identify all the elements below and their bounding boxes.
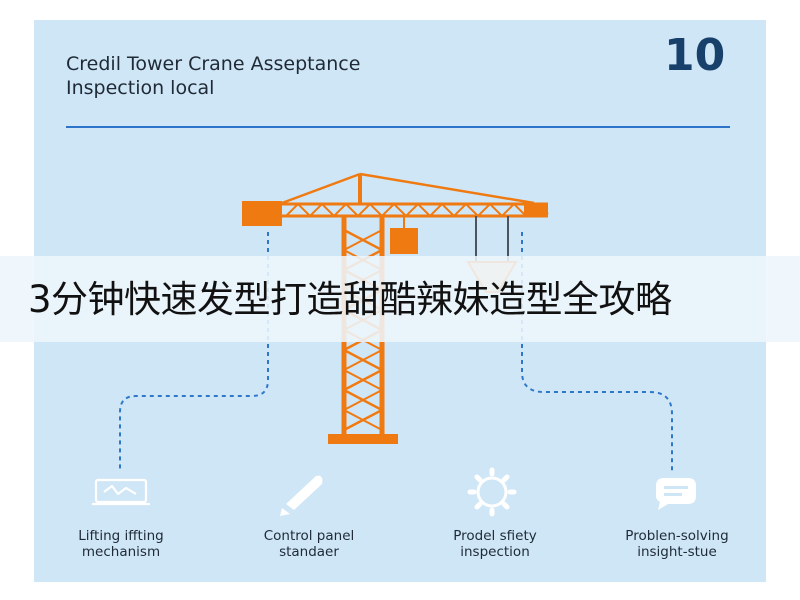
chat-bubble-icon [656, 478, 696, 510]
connector-right [521, 232, 673, 472]
step-label-line-1: Problen-solving [625, 528, 729, 544]
laptop-icon [92, 478, 150, 506]
title-line-2: Inspection local [66, 77, 215, 99]
step-label-line-1: Lifting iffting [78, 528, 164, 544]
step-label-safety: Prodel sfiety inspection [420, 528, 570, 560]
title-line-1: Credil Tower Crane Asseptance [66, 53, 361, 75]
page-title: Credil Tower Crane Asseptance Inspection… [66, 52, 486, 100]
caption-banner-text: 3分钟快速发型打造甜酷辣妹造型全攻略 [28, 278, 672, 321]
step-label-control-panel: Control panel standaer [234, 528, 384, 560]
step-label-line-2: inspection [460, 544, 530, 560]
step-label-lifting: Lifting iffting mechanism [46, 528, 196, 560]
gear-icon [467, 467, 517, 517]
step-label-problem-solving: Problen-solving insight-stue [602, 528, 752, 560]
step-label-line-2: insight-stue [637, 544, 717, 560]
step-label-line-1: Prodel sfiety [453, 528, 537, 544]
connector-left [119, 232, 269, 472]
rocket-icon [280, 475, 323, 516]
step-label-line-2: standaer [279, 544, 339, 560]
header-divider [66, 126, 730, 128]
step-label-line-1: Control panel [263, 528, 355, 544]
step-number: 10 [664, 30, 726, 81]
step-label-line-2: mechanism [81, 544, 161, 560]
caption-banner [0, 256, 800, 342]
